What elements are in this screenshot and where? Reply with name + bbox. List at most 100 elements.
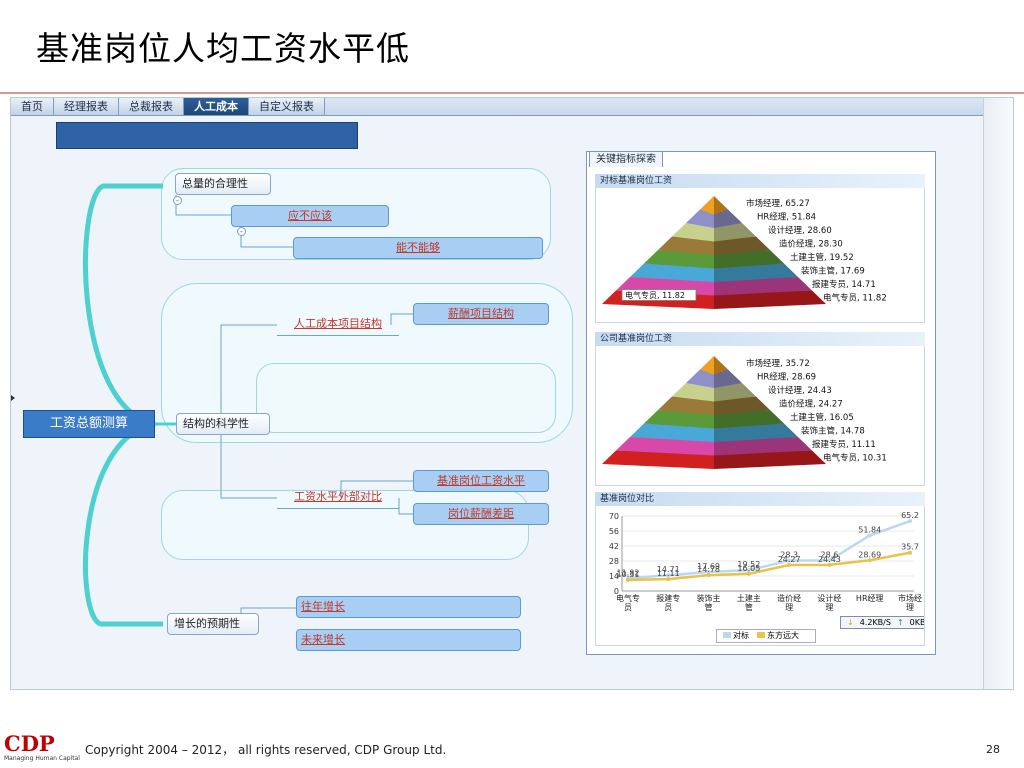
tab-president-report[interactable]: 总裁报表 <box>119 98 184 115</box>
page-title: 基准岗位人均工资水平低 <box>36 29 410 68</box>
data-label: 24.27 <box>778 555 801 564</box>
pyramid-callout: 电气专员, 11.82 <box>625 290 685 300</box>
pyramid-layer <box>630 423 798 442</box>
subgroup-external-compare <box>256 363 556 433</box>
x-tick-label: 理 <box>906 603 914 612</box>
pyramid-label: 造价经理, 28.30 <box>779 238 843 249</box>
pyramid-layer-right <box>714 383 756 402</box>
leaf-benchmark-salary[interactable]: 基准岗位工资水平 <box>413 470 549 492</box>
data-point <box>706 570 711 575</box>
tab-custom-report[interactable]: 自定义报表 <box>249 98 325 115</box>
x-tick-label: 管 <box>745 602 753 612</box>
data-point <box>827 562 832 567</box>
collapse-icon[interactable]: - <box>237 227 246 236</box>
data-point <box>908 550 912 555</box>
section-header-bar <box>56 122 358 149</box>
data-label: 28.3 <box>780 551 798 560</box>
y-tick-label: 14 <box>609 572 619 581</box>
leaf-past-growth[interactable]: 往年增长 <box>296 596 521 618</box>
pyramid-layer <box>644 410 784 429</box>
pyramid-layer <box>630 263 798 282</box>
logo-subtitle: Managing Human Capital <box>4 755 80 762</box>
data-label: 19.52 <box>737 560 760 569</box>
branch-node-growth[interactable]: 增长的预期性 <box>167 613 259 635</box>
vertical-scrollbar[interactable] <box>983 98 1013 689</box>
cdp-logo: CDP <box>4 731 55 756</box>
pyramid-layer <box>658 396 770 415</box>
leaf-future-growth[interactable]: 未来增长 <box>296 629 521 651</box>
tab-home[interactable]: 首页 <box>11 98 54 115</box>
pyramid-label: 设计经理, 28.60 <box>768 225 832 236</box>
pyramid-layer <box>602 450 826 469</box>
pyramid-layer-left <box>616 437 714 456</box>
section-title: 公司基准岗位工资 <box>595 332 925 346</box>
x-tick-label: 土建主 <box>737 593 761 603</box>
x-tick-label: 装饰主 <box>697 593 721 603</box>
pyramid-label: 电气专员, 11.82 <box>823 292 887 303</box>
branch-group-growth <box>161 490 529 560</box>
pyramid-label: 报建专员, 11.11 <box>812 439 876 450</box>
pyramid-layer <box>686 369 742 388</box>
pyramid-label: HR经理, 28.69 <box>757 371 816 382</box>
pyramid-label: 装饰主管, 14.78 <box>801 425 865 436</box>
pyramid-layer <box>672 383 756 402</box>
data-point <box>666 577 671 582</box>
y-tick-label: 70 <box>609 512 619 521</box>
network-speed-indicator: ↓ 4.2KB/S ↑ 0KB/S <box>840 616 925 629</box>
pyramid-layer-right <box>714 263 798 282</box>
leaf-salary-gap[interactable]: 岗位薪酬差距 <box>413 503 549 525</box>
y-tick-label: 42 <box>609 542 619 551</box>
branch-node-total[interactable]: 总量的合理性 <box>175 173 271 195</box>
pyramid-layer-right <box>714 236 770 255</box>
legend-item-company: 东方远大 <box>757 630 799 642</box>
tab-manager-report[interactable]: 经理报表 <box>54 98 119 115</box>
leaf-external-compare[interactable]: 工资水平外部对比 <box>277 487 399 509</box>
y-tick-label: 28 <box>609 557 619 566</box>
branch-node-structure[interactable]: 结构的科学性 <box>176 413 270 435</box>
section-title: 基准岗位对比 <box>595 492 925 506</box>
collapse-icon[interactable]: - <box>173 196 182 205</box>
pyramid-layer-left <box>672 223 714 242</box>
data-label: 14.71 <box>657 565 680 574</box>
x-tick-label: HR经理 <box>856 593 884 603</box>
panel-tab[interactable]: 关键指标探索 <box>589 151 663 167</box>
pyramid-layer <box>672 223 756 242</box>
download-speed: 0KB/S <box>909 618 925 627</box>
x-tick-label: 设计经 <box>817 593 841 603</box>
x-tick-label: 员 <box>624 603 632 612</box>
pyramid-layer <box>700 356 728 375</box>
pyramid-layer-left <box>644 410 714 429</box>
pyramid-label: 装饰主管, 17.69 <box>801 265 865 276</box>
pyramid-layer <box>644 250 784 269</box>
data-label: 35.7 <box>901 543 919 552</box>
data-label: 10.31 <box>617 570 640 579</box>
pyramid-label: 土建主管, 19.52 <box>790 252 854 263</box>
pyramid-layer-right <box>714 356 728 375</box>
leaf-salary-items[interactable]: 薪酬项目结构 <box>413 303 549 325</box>
leaf-labor-cost-structure[interactable]: 人工成本项目结构 <box>277 314 399 336</box>
leaf-should[interactable]: 应不应该 <box>231 205 389 227</box>
leaf-can[interactable]: 能不能够 <box>293 237 543 259</box>
root-node[interactable]: 工资总额测算 <box>23 410 155 438</box>
x-tick-label: 员 <box>664 603 672 612</box>
pyramid-layer-left <box>672 383 714 402</box>
tab-labor-cost[interactable]: 人工成本 <box>184 98 249 115</box>
pyramid-layer <box>686 209 742 228</box>
expand-arrow-icon[interactable] <box>11 395 15 401</box>
pyramid-layer-left <box>658 396 714 415</box>
data-label: 24.43 <box>818 555 841 564</box>
data-label: 11.11 <box>657 569 680 578</box>
pyramid-layer-right <box>714 209 742 228</box>
series-line <box>627 551 911 582</box>
upload-speed: 4.2KB/S <box>859 618 891 627</box>
pyramid-label: 电气专员, 10.31 <box>823 452 887 463</box>
